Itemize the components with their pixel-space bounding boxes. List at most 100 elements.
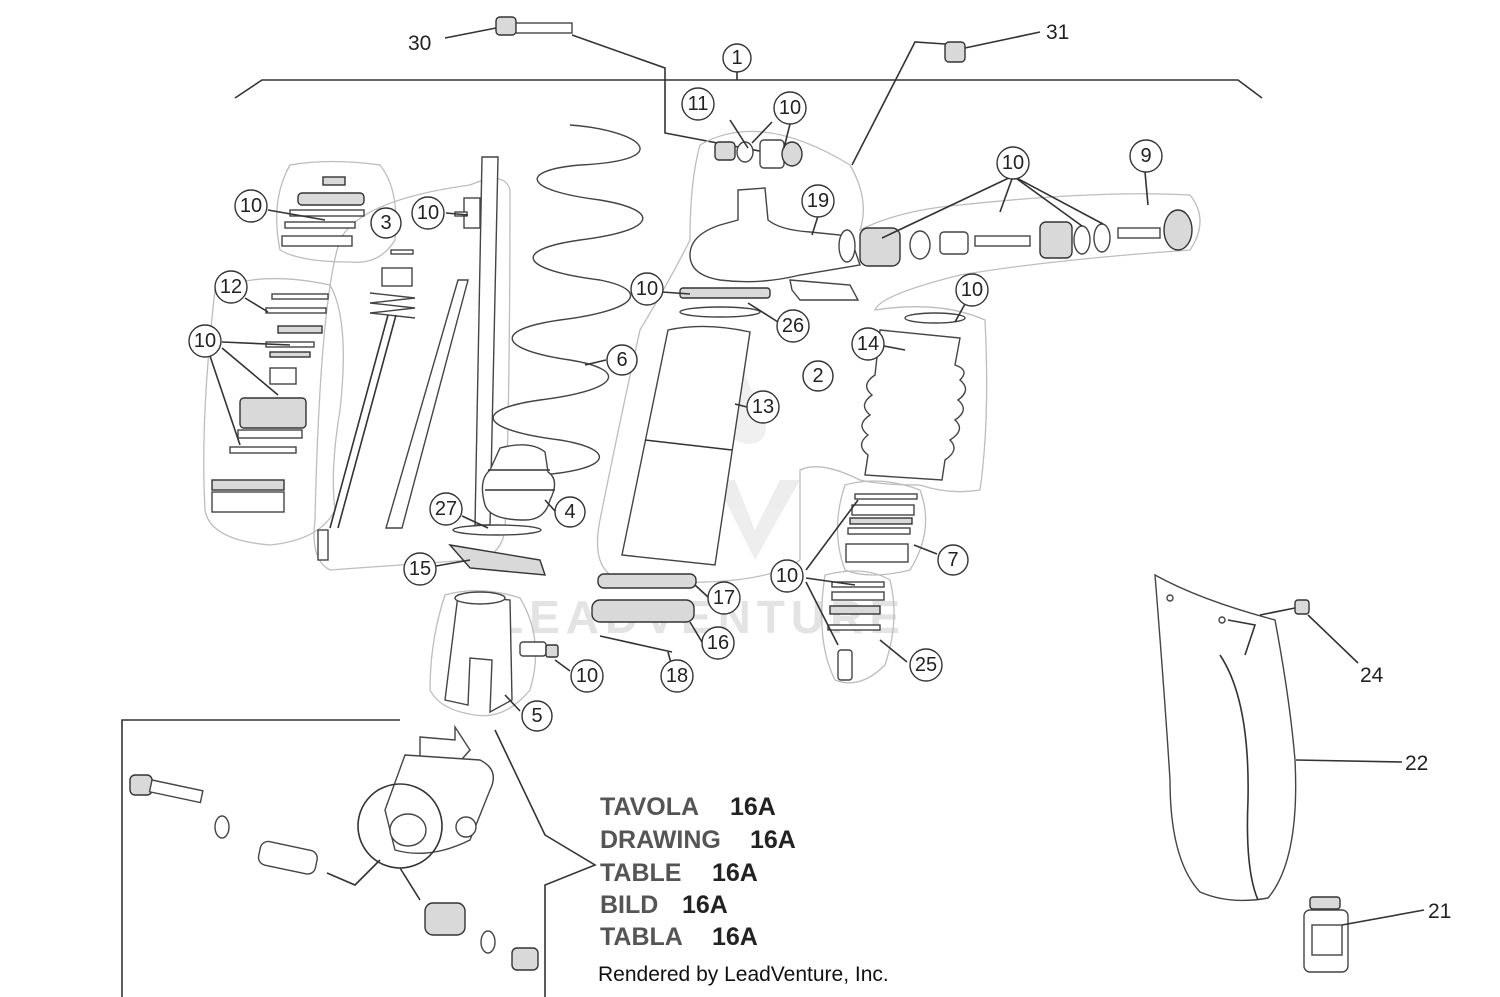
clip-18: [599, 635, 673, 653]
adjuster-valve-9: [859, 209, 1193, 267]
table-row-label: TABLE: [600, 859, 681, 887]
table-info: TAVOLA 16A DRAWING 16A TABLE 16A BILD 16…: [600, 793, 796, 951]
svg-text:1: 1: [731, 47, 742, 69]
label-22: 22: [1405, 752, 1428, 775]
svg-text:10: 10: [1002, 152, 1024, 174]
detail-inset: [121, 719, 597, 997]
callout-5: 5: [521, 700, 553, 732]
callout-10: 10: [630, 272, 664, 306]
svg-text:10: 10: [240, 195, 262, 217]
mudguard-22: [1154, 573, 1297, 902]
callout-18: 18: [660, 659, 694, 693]
washer-27: [452, 524, 542, 536]
callout-25: 25: [909, 648, 943, 682]
svg-text:5: 5: [531, 705, 542, 727]
table-row-value: 16A: [712, 859, 758, 887]
screw-24: [1259, 599, 1310, 616]
ring-17: [597, 573, 697, 589]
label-24: 24: [1360, 664, 1384, 687]
callout-12: 12: [214, 270, 248, 304]
callout-14: 14: [851, 327, 885, 361]
callout-19: 19: [801, 184, 835, 218]
svg-text:7: 7: [947, 549, 958, 571]
callout-3: 3: [370, 207, 402, 239]
callout-11: 11: [681, 87, 715, 121]
svg-text:4: 4: [564, 501, 575, 523]
callout-17: 17: [707, 581, 741, 615]
callout-1: 1: [722, 43, 752, 73]
callout-13: 13: [746, 390, 780, 424]
svg-text:10: 10: [636, 278, 658, 300]
shaft: [385, 156, 499, 529]
svg-text:18: 18: [666, 665, 688, 687]
callout-10: 10: [234, 189, 268, 223]
svg-text:14: 14: [857, 333, 879, 355]
spring-6: [492, 124, 644, 476]
callout-26: 26: [776, 309, 810, 343]
svg-text:10: 10: [417, 202, 439, 224]
table-row-value: 16A: [682, 891, 728, 919]
callout-7: 7: [937, 544, 969, 576]
callout-10: 10: [570, 659, 604, 693]
svg-text:10: 10: [779, 97, 801, 119]
part-25-stack: [827, 581, 885, 681]
cup-15: [448, 543, 547, 576]
svg-text:10: 10: [194, 330, 216, 352]
table-row-value: 16A: [730, 793, 776, 821]
svg-text:19: 19: [807, 190, 829, 212]
callout-10: 10: [770, 559, 804, 593]
region-5: [429, 590, 537, 717]
svg-text:16: 16: [707, 632, 729, 654]
callout-16: 16: [701, 626, 735, 660]
table-row-value: 16A: [750, 826, 796, 854]
callout-10: 10: [996, 146, 1030, 180]
svg-text:9: 9: [1140, 145, 1151, 167]
table-row-label: TAVOLA: [600, 793, 699, 821]
svg-text:10: 10: [576, 665, 598, 687]
label-21: 21: [1428, 900, 1451, 923]
svg-text:6: 6: [616, 349, 627, 371]
damper-rod: [317, 249, 416, 561]
table-row-label: BILD: [600, 891, 658, 919]
svg-text:15: 15: [409, 558, 431, 580]
top-seals-11: [714, 139, 803, 169]
svg-text:25: 25: [915, 654, 937, 676]
ring-16: [591, 599, 695, 623]
table-row-label: DRAWING: [600, 826, 721, 854]
table-row-value: 16A: [712, 923, 758, 951]
svg-text:27: 27: [435, 498, 457, 520]
callout-10: 10: [773, 91, 807, 125]
svg-text:26: 26: [782, 315, 804, 337]
bump-stop-4: [481, 444, 556, 521]
callout-27: 27: [429, 492, 463, 526]
bracket-line-1: [234, 79, 1263, 99]
ring-26: [679, 287, 771, 299]
region-2: [596, 130, 1201, 584]
sleeve-13: [621, 325, 751, 566]
region-3: [276, 160, 397, 263]
callout-2: 2: [802, 360, 834, 392]
callout-15: 15: [403, 552, 437, 586]
svg-text:17: 17: [713, 587, 735, 609]
callout-10: 10: [411, 196, 445, 230]
callout-10: 10: [955, 273, 989, 307]
credit-text: Rendered by LeadVenture, Inc.: [598, 963, 889, 986]
table-row-label: TABLA: [600, 923, 683, 951]
leader-lines: [209, 119, 1425, 926]
label-30: 30: [408, 32, 431, 55]
body-head-19: [689, 187, 861, 301]
callout-6: 6: [606, 344, 638, 376]
svg-text:12: 12: [220, 276, 242, 298]
region-7: [836, 480, 927, 576]
callout-10: 10: [188, 324, 222, 358]
region-25: [821, 570, 895, 684]
part-7-stack: [845, 493, 918, 563]
svg-text:3: 3: [380, 212, 391, 234]
nut-31: [851, 31, 1041, 166]
svg-text:13: 13: [752, 396, 774, 418]
svg-text:2: 2: [812, 365, 823, 387]
svg-text:10: 10: [961, 279, 983, 301]
svg-text:11: 11: [688, 93, 709, 115]
part-12-stack: [211, 293, 329, 513]
